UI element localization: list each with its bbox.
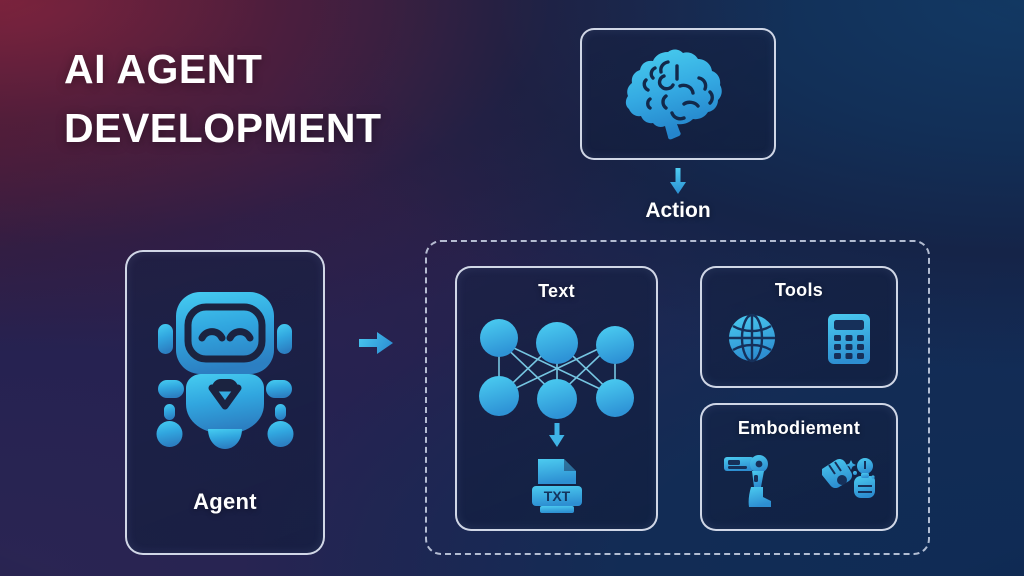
globe-icon xyxy=(729,313,775,363)
calculator-icon xyxy=(828,314,870,364)
agent-card[interactable]: Agent xyxy=(125,250,325,555)
arrow-down-icon xyxy=(670,168,686,194)
txt-file-icon: TXT xyxy=(531,459,582,513)
capability-card-tools[interactable]: Tools xyxy=(700,266,898,388)
capability-card-embodiment[interactable]: Embodiement xyxy=(700,403,898,531)
arrow-down-icon xyxy=(548,423,564,447)
capabilities-container xyxy=(425,240,930,555)
action-label: Action xyxy=(645,199,711,222)
title-line-1: AI AGENT xyxy=(64,46,263,92)
embodiment-card-label: Embodiement xyxy=(737,418,861,438)
embodiment-icon-row xyxy=(702,453,896,509)
brain-icon xyxy=(622,46,734,142)
tools-card-label: Tools xyxy=(774,280,824,300)
agent-label: Agent xyxy=(193,489,257,514)
neural-network-icon xyxy=(478,319,634,419)
robot-hand-bulb-icon xyxy=(822,458,875,498)
robot-leg-icon xyxy=(724,455,771,507)
capability-card-text[interactable]: Text xyxy=(455,266,658,531)
brain-card[interactable] xyxy=(580,28,776,160)
title-line-2: DEVELOPMENT xyxy=(64,105,382,152)
robot-icon xyxy=(150,282,300,457)
txt-file-label: TXT xyxy=(543,488,570,504)
arrow-right-icon xyxy=(359,332,393,354)
text-card-label: Text xyxy=(538,281,575,301)
page-title: AI AGENT DEVELOPMENT xyxy=(64,40,484,159)
tools-icon-row xyxy=(702,312,896,366)
